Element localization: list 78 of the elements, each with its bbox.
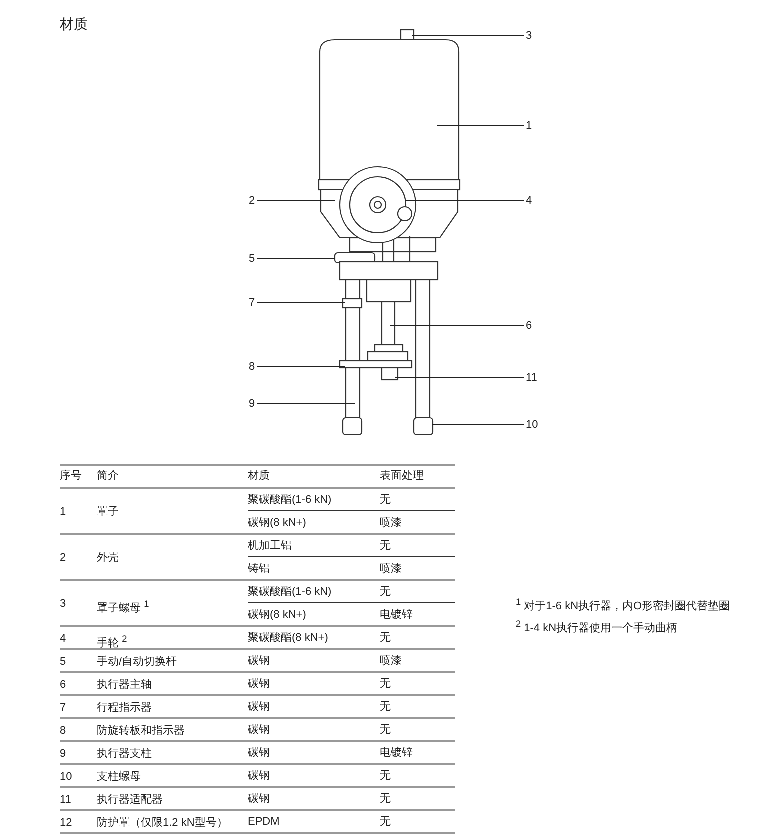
part-name: 外壳 — [97, 551, 119, 565]
part-name: 执行器适配器 — [97, 792, 163, 806]
material-text: 聚碳酸酯(8 kN+) — [248, 631, 328, 645]
callout-number: 9 — [249, 397, 256, 411]
column-header: 表面处理 — [380, 469, 424, 483]
material-text: 碳钢 — [248, 700, 270, 714]
finish-text: 喷漆 — [380, 562, 402, 576]
material-text: 聚碳酸酯(1-6 kN) — [248, 493, 332, 507]
row-number: 4 — [60, 632, 66, 646]
callout-number: 6 — [526, 319, 532, 333]
row-number: 7 — [60, 700, 66, 714]
material-text: 碳钢(8 kN+) — [248, 608, 306, 622]
material-text: 碳钢 — [248, 654, 270, 668]
callout-number: 2 — [249, 194, 256, 208]
material-text: 铸铝 — [248, 562, 270, 576]
row-number: 9 — [60, 746, 66, 760]
finish-text: 无 — [380, 769, 391, 783]
material-text: 碳钢 — [248, 723, 270, 737]
finish-text: 无 — [380, 539, 391, 553]
finish-text: 喷漆 — [380, 654, 402, 668]
material-text: 碳钢 — [248, 746, 270, 760]
finish-text: 无 — [380, 792, 391, 806]
finish-text: 无 — [380, 700, 391, 714]
finish-text: 无 — [380, 585, 391, 599]
part-name: 手动/自动切换杆 — [97, 654, 178, 668]
callout-number: 11 — [526, 371, 538, 385]
section-title: 材质 — [60, 15, 88, 33]
callout-number: 4 — [526, 194, 532, 208]
material-text: 碳钢(8 kN+) — [248, 516, 306, 530]
part-name: 支柱螺母 — [97, 770, 141, 784]
leader-line — [256, 258, 336, 260]
row-number: 5 — [60, 654, 66, 668]
material-text: 机加工铝 — [248, 539, 292, 553]
callout-number: 8 — [249, 360, 256, 374]
column-header: 材质 — [248, 469, 270, 483]
row-number: 6 — [60, 678, 66, 692]
material-text: 碳钢 — [248, 792, 270, 806]
part-name: 罩子 — [97, 505, 119, 519]
part-name: 罩子螺母 $^{1}$ — [97, 598, 150, 616]
callout-number: 3 — [526, 29, 532, 43]
column-header: 序号 — [60, 469, 82, 483]
material-text: 聚碳酸酯(1-6 kN) — [248, 585, 332, 599]
leader-line — [256, 302, 346, 304]
row-number: 11 — [60, 792, 72, 806]
leader-line — [256, 200, 336, 202]
finish-text: 喷漆 — [380, 516, 402, 530]
row-number: 12 — [60, 816, 72, 830]
footnote: $^{1}$ 对于1-6 kN执行器，内O形密封圈代替垫圈 — [516, 596, 730, 614]
column-header: 简介 — [97, 469, 119, 483]
finish-text: 无 — [380, 677, 391, 691]
leader-line — [432, 424, 524, 426]
footnote: $^{2}$ 1-4 kN执行器使用一个手动曲柄 — [516, 618, 678, 636]
leader-line — [256, 366, 346, 368]
finish-text: 电镀锌 — [380, 608, 413, 622]
row-number: 3 — [60, 597, 66, 611]
material-text: 碳钢 — [248, 769, 270, 783]
finish-text: 无 — [380, 815, 391, 829]
material-text: 碳钢 — [248, 677, 270, 691]
part-name: 行程指示器 — [97, 700, 152, 714]
row-number: 1 — [60, 505, 66, 519]
part-name: 执行器支柱 — [97, 746, 152, 760]
callout-number: 7 — [249, 296, 256, 310]
callout-number: 10 — [526, 418, 538, 432]
callout-number: 1 — [526, 119, 532, 133]
finish-text: 无 — [380, 493, 391, 507]
finish-text: 无 — [380, 631, 391, 645]
material-text: EPDM — [248, 815, 280, 829]
finish-text: 无 — [380, 723, 391, 737]
row-number: 10 — [60, 770, 72, 784]
callout-number: 5 — [249, 252, 256, 266]
row-number: 8 — [60, 724, 66, 738]
row-number: 2 — [60, 551, 66, 565]
finish-text: 电镀锌 — [380, 746, 413, 760]
part-name: 防旋转板和指示器 — [97, 724, 185, 738]
leader-line — [404, 200, 524, 202]
part-name: 防护罩（仅限1.2 kN型号） — [97, 816, 228, 830]
part-name: 手轮 $^{2}$ — [97, 632, 128, 650]
part-name: 执行器主轴 — [97, 678, 152, 692]
